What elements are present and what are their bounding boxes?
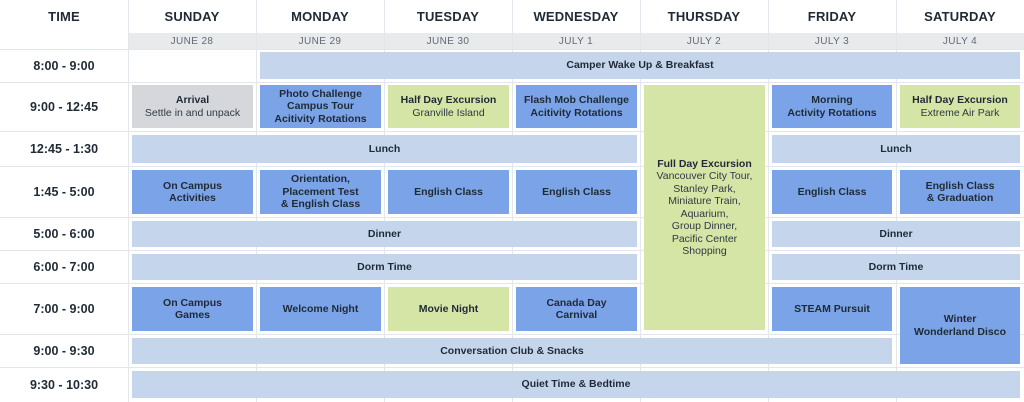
day-header-saturday: SATURDAY <box>924 9 996 24</box>
activity-label: On Campus Activities <box>163 179 222 205</box>
day-header-tuesday: TUESDAY <box>416 9 480 24</box>
activity-dinner: Dinner <box>772 221 1020 247</box>
activity-full-day-excursion: Full Day Excursion Vancouver City Tour, … <box>644 85 765 330</box>
activity-conversation-club: Conversation Club & Snacks <box>132 338 892 364</box>
activity-lunch: Lunch <box>772 135 1020 163</box>
activity-title: Half Day Excursion <box>400 94 497 106</box>
activity-title: Arrival <box>175 94 210 106</box>
activity-label: Movie Night <box>418 302 479 315</box>
activity-english-class: English Class <box>388 170 509 214</box>
time-slot-label: 9:30 - 10:30 <box>29 377 99 392</box>
activity-label: On Campus Games <box>163 296 222 322</box>
activity-label: Conversation Club & Snacks <box>440 344 584 357</box>
date-tuesday: JUNE 30 <box>426 35 470 47</box>
date-monday: JUNE 29 <box>298 35 342 47</box>
activity-label: Dinner <box>879 227 913 240</box>
time-slot-label: 1:45 - 5:00 <box>33 184 95 199</box>
activity-quiet-time: Quiet Time & Bedtime <box>132 371 1020 398</box>
column-divider <box>768 0 769 402</box>
activity-half-day-excursion-granville: Half Day Excursion Granville Island <box>388 85 509 128</box>
activity-title: Full Day Excursion <box>657 157 752 170</box>
date-saturday: JULY 4 <box>942 35 978 47</box>
activity-detail: Vancouver City Tour, Stanley Park, Minia… <box>656 170 753 257</box>
activity-label: Winter Wonderland Disco <box>914 313 1006 338</box>
activity-detail: Granville Island <box>412 106 485 119</box>
activity-lunch: Lunch <box>132 135 637 163</box>
activity-welcome-night: Welcome Night <box>260 287 381 331</box>
activity-title: Half Day Excursion <box>912 94 1008 106</box>
activity-canada-day-carnival: Canada Day Carnival <box>516 287 637 331</box>
activity-label: Photo Challenge Campus Tour Acitivity Ro… <box>274 87 367 125</box>
activity-label: Canada Day Carnival <box>546 296 607 322</box>
activity-photo-challenge: Photo Challenge Campus Tour Acitivity Ro… <box>260 85 381 128</box>
time-slot-label: 9:00 - 9:30 <box>33 343 95 358</box>
activity-label: Quiet Time & Bedtime <box>521 378 631 391</box>
column-divider <box>896 0 897 402</box>
activity-label: Morning Activity Rotations <box>787 94 877 119</box>
activity-arrival: Arrival Settle in and unpack <box>132 85 253 128</box>
activity-orientation: Orientation, Placement Test & English Cl… <box>260 170 381 214</box>
activity-label: Lunch <box>880 142 912 155</box>
date-row-background <box>128 33 1024 49</box>
day-header-friday: FRIDAY <box>807 9 857 24</box>
date-thursday: JULY 2 <box>686 35 722 47</box>
activity-detail: Extreme Air Park <box>920 106 1000 119</box>
activity-dorm-time: Dorm Time <box>772 254 1020 280</box>
activity-dorm-time: Dorm Time <box>132 254 637 280</box>
date-friday: JULY 3 <box>814 35 850 47</box>
time-slot-label: 5:00 - 6:00 <box>33 226 95 241</box>
time-slot-label: 8:00 - 9:00 <box>33 58 95 73</box>
activity-on-campus-activities: On Campus Activities <box>132 170 253 214</box>
activity-winter-wonderland-disco: Winter Wonderland Disco <box>900 287 1020 364</box>
activity-label: STEAM Pursuit <box>794 302 870 315</box>
time-column-header: TIME <box>48 9 80 24</box>
column-divider <box>512 0 513 402</box>
activity-movie-night: Movie Night <box>388 287 509 331</box>
activity-label: Lunch <box>368 142 401 155</box>
time-slot-label: 7:00 - 9:00 <box>33 301 95 316</box>
time-slot-label: 12:45 - 1:30 <box>29 141 99 156</box>
activity-label: English Class <box>542 185 611 198</box>
activity-label: Dinner <box>367 227 402 240</box>
activity-english-class: English Class <box>516 170 637 214</box>
activity-english-class: English Class <box>772 170 892 214</box>
activity-label: English Class <box>414 185 483 198</box>
activity-label: Orientation, Placement Test & English Cl… <box>280 173 361 211</box>
activity-dinner: Dinner <box>132 221 637 247</box>
activity-english-class-graduation: English Class & Graduation <box>900 170 1020 214</box>
column-divider <box>640 0 641 402</box>
day-header-thursday: THURSDAY <box>667 9 741 24</box>
activity-flash-mob-challenge: Flash Mob Challenge Acitivity Rotations <box>516 85 637 128</box>
activity-label: English Class & Graduation <box>925 179 995 205</box>
activity-wakeup-breakfast: Camper Wake Up & Breakfast <box>260 52 1020 79</box>
day-header-sunday: SUNDAY <box>164 9 220 24</box>
column-divider <box>384 0 385 402</box>
activity-detail: Settle in and unpack <box>144 106 241 119</box>
day-header-monday: MONDAY <box>291 9 349 24</box>
activity-morning-rotations: Morning Activity Rotations <box>772 85 892 128</box>
activity-steam-pursuit: STEAM Pursuit <box>772 287 892 331</box>
activity-label: English Class <box>797 185 867 198</box>
activity-label: Dorm Time <box>868 260 924 273</box>
date-wednesday: JULY 1 <box>558 35 594 47</box>
activity-on-campus-games: On Campus Games <box>132 287 253 331</box>
column-divider <box>256 0 257 402</box>
date-sunday: JUNE 28 <box>170 35 214 47</box>
day-header-wednesday: WEDNESDAY <box>533 9 619 24</box>
time-slot-label: 9:00 - 12:45 <box>29 99 99 114</box>
activity-label: Welcome Night <box>282 302 359 315</box>
activity-label: Dorm Time <box>357 260 412 273</box>
activity-half-day-excursion-air-park: Half Day Excursion Extreme Air Park <box>900 85 1020 128</box>
column-divider <box>128 0 129 402</box>
activity-label: Flash Mob Challenge Acitivity Rotations <box>523 94 629 119</box>
time-slot-label: 6:00 - 7:00 <box>33 259 95 274</box>
activity-label: Camper Wake Up & Breakfast <box>566 59 714 72</box>
